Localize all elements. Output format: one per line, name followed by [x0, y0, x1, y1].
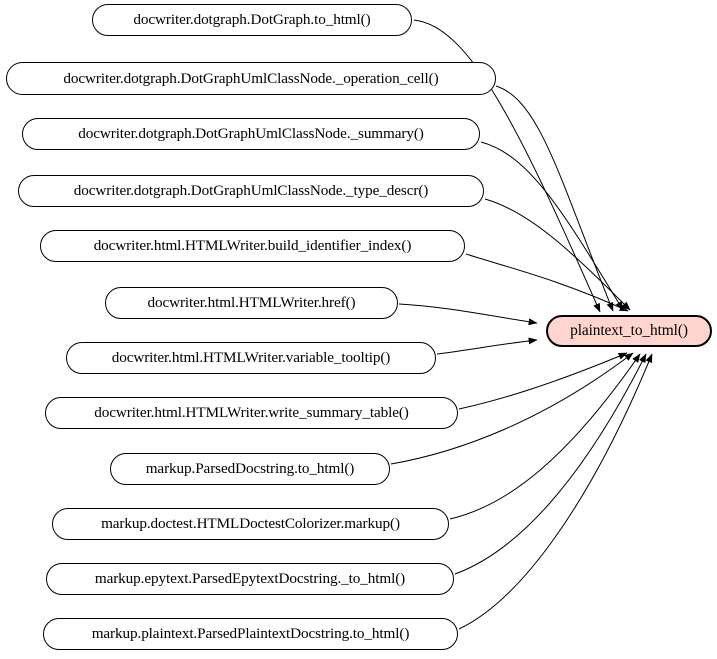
- graph-node-html-write-summary-table[interactable]: docwriter.html.HTMLWriter.write_summary_…: [45, 397, 458, 429]
- graph-edge: [390, 352, 634, 465]
- graph-node-label: docwriter.html.HTMLWriter.href(): [147, 294, 356, 312]
- graph-node-markup-plaintext-to-html[interactable]: markup.plaintext.ParsedPlaintextDocstrin…: [43, 618, 458, 650]
- graph-node-label: markup.epytext.ParsedEpytextDocstring._t…: [94, 570, 406, 588]
- graph-node-label: markup.doctest.HTMLDoctestColorizer.mark…: [101, 515, 400, 533]
- graph-node-label: docwriter.dotgraph.DotGraphUmlClassNode.…: [78, 125, 424, 143]
- graph-edge: [398, 303, 538, 326]
- graph-node-label: docwriter.dotgraph.DotGraph.to_html(): [133, 11, 371, 29]
- graph-node-label: docwriter.html.HTMLWriter.write_summary_…: [94, 404, 409, 422]
- graph-edge: [458, 352, 628, 410]
- graph-node-label: markup.plaintext.ParsedPlaintextDocstrin…: [91, 625, 410, 643]
- graph-node-markup-epytext-to-html[interactable]: markup.epytext.ParsedEpytextDocstring._t…: [46, 563, 454, 595]
- graph-node-html-href[interactable]: docwriter.html.HTMLWriter.href(): [105, 287, 398, 319]
- graph-node-label: docwriter.html.HTMLWriter.build_identifi…: [93, 237, 412, 255]
- graph-edge: [495, 85, 614, 312]
- graph-edge: [449, 353, 641, 520]
- graph-node-label: plaintext_to_html(): [570, 322, 688, 340]
- graph-edges: [390, 19, 653, 630]
- graph-node-label: docwriter.dotgraph.DotGraphUmlClassNode.…: [73, 182, 429, 200]
- graph-edge: [480, 141, 624, 311]
- graph-edge: [436, 337, 538, 355]
- graph-node-dotgraph-summary[interactable]: docwriter.dotgraph.DotGraphUmlClassNode.…: [22, 118, 480, 150]
- graph-edge: [413, 19, 601, 313]
- graph-node-html-variable-tooltip[interactable]: docwriter.html.HTMLWriter.variable_toolt…: [66, 342, 436, 374]
- graph-node-dotgraph-type-descr[interactable]: docwriter.dotgraph.DotGraphUmlClassNode.…: [18, 175, 484, 207]
- graph-edge: [484, 198, 631, 311]
- graph-edge: [458, 353, 653, 630]
- graph-node-html-build-identifier-index[interactable]: docwriter.html.HTMLWriter.build_identifi…: [40, 230, 465, 262]
- graph-edge: [454, 353, 647, 575]
- graph-node-dotgraph-to-html[interactable]: docwriter.dotgraph.DotGraph.to_html(): [92, 4, 412, 36]
- graph-node-dotgraph-operation-cell[interactable]: docwriter.dotgraph.DotGraphUmlClassNode.…: [6, 62, 496, 95]
- graph-node-label: docwriter.dotgraph.DotGraphUmlClassNode.…: [63, 69, 439, 87]
- graph-node-markup-doctest-colorizer[interactable]: markup.doctest.HTMLDoctestColorizer.mark…: [52, 508, 449, 540]
- graph-node-label: docwriter.html.HTMLWriter.variable_toolt…: [111, 349, 391, 367]
- graph-node-label: markup.ParsedDocstring.to_html(): [145, 460, 355, 478]
- graph-edge: [465, 253, 629, 312]
- graph-node-target-plaintext_to_html[interactable]: plaintext_to_html(): [546, 315, 712, 347]
- graph-node-markup-parseddocstring-to-html[interactable]: markup.ParsedDocstring.to_html(): [110, 453, 390, 485]
